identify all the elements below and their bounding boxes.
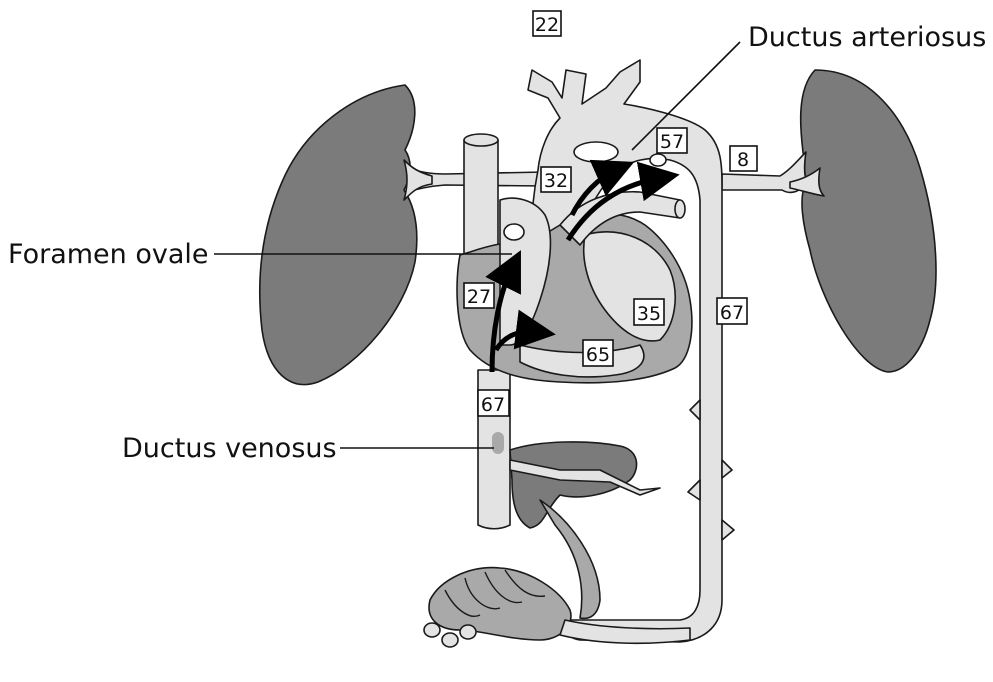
svg-text:65: 65	[586, 344, 610, 366]
left-lung	[798, 70, 936, 372]
svg-text:57: 57	[660, 131, 684, 153]
foramen-ovale-opening	[504, 224, 524, 240]
superior-vena-cava	[464, 140, 498, 255]
svg-text:27: 27	[467, 286, 491, 308]
value-box-svc: 32	[541, 167, 571, 192]
ductus-arteriosus-opening	[650, 154, 666, 166]
value-box-pulmonary-artery: 8	[730, 146, 757, 171]
umbilical-cord	[429, 568, 571, 640]
svg-text:22: 22	[535, 14, 559, 36]
svg-text:32: 32	[544, 170, 568, 192]
value-box-aortic-arch-top: 22	[533, 11, 561, 36]
value-box-ivc: 67	[478, 390, 509, 416]
value-box-ductus-arteriosus: 57	[657, 128, 687, 153]
right-lung	[260, 85, 417, 385]
svg-text:67: 67	[481, 394, 505, 416]
right-lung-hilum	[404, 160, 432, 200]
value-box-right-atrium: 27	[464, 283, 494, 308]
label-foramen-ovale: Foramen ovale	[8, 239, 209, 270]
ductus-venosus-shunt	[492, 432, 504, 454]
label-ductus-arteriosus: Ductus arteriosus	[748, 22, 986, 53]
svc-opening	[464, 134, 498, 146]
aortic-arch-opening	[574, 142, 618, 162]
label-ductus-venosus: Ductus venosus	[122, 433, 337, 464]
value-box-right-ventricle: 35	[634, 299, 664, 325]
value-box-left-ventricle: 65	[583, 340, 613, 366]
value-box-descending-aorta: 67	[717, 298, 747, 324]
svg-text:67: 67	[720, 302, 744, 324]
svg-text:35: 35	[637, 303, 661, 325]
svg-text:8: 8	[737, 149, 749, 171]
pulmonary-trunk-opening	[675, 200, 685, 218]
